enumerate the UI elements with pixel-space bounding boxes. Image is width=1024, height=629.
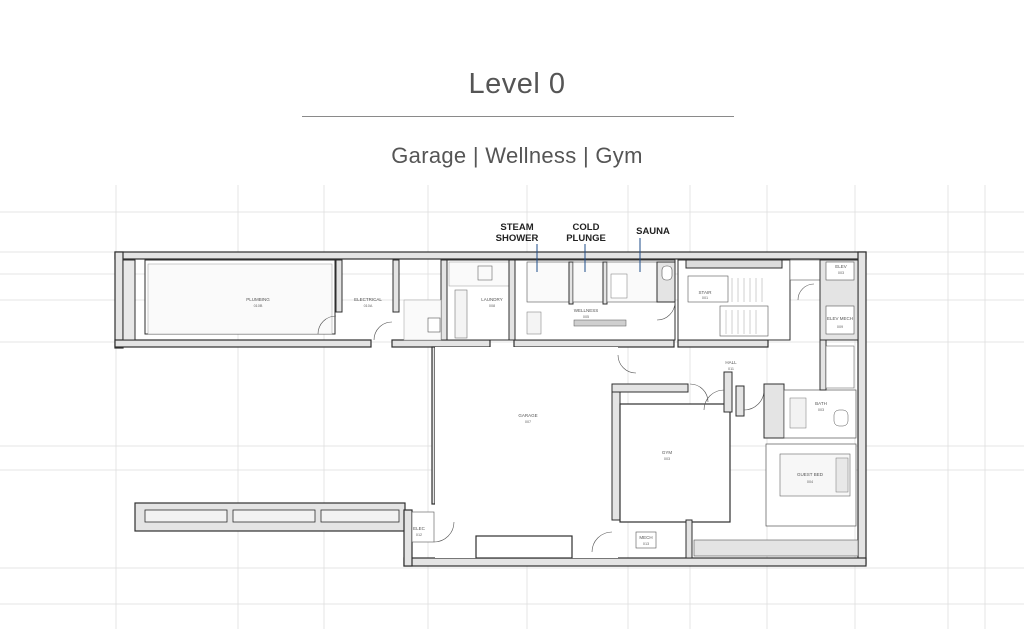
room-number-elec: 012 [416, 533, 422, 537]
steam-shower-label-line2: SHOWER [496, 233, 539, 244]
room-label-elev: ELEV [835, 264, 847, 269]
ramp-panels [144, 509, 400, 523]
garage-area [411, 347, 637, 559]
steam-shower-label-line1: STEAM [500, 222, 533, 233]
stair-core [677, 259, 859, 341]
room-number-laundry: 008 [489, 304, 495, 308]
room-number-electrical: 010A [364, 304, 373, 308]
room-label-plumbing: PLUMBING [246, 297, 270, 302]
room-label-garage: GARAGE [518, 413, 537, 418]
room-label-elev-mech: ELEV MECH [827, 316, 853, 321]
room-label-electrical: ELECTRICAL [354, 297, 382, 302]
room-number-wellness: 005 [583, 315, 589, 319]
room-label-mech: MECH [639, 535, 652, 540]
page-subtitle: Garage | Wellness | Gym [391, 143, 643, 168]
guest-suite [693, 339, 859, 557]
title-divider [302, 116, 734, 117]
room-number-gym: 003 [664, 457, 670, 461]
room-number-hall: 011 [728, 367, 734, 371]
cold-plunge-label-line1: COLD [573, 222, 600, 233]
room-label-bath: BATH [815, 401, 827, 406]
room-number-elev: 003 [838, 271, 844, 275]
room-number-guest-bed: 004 [807, 480, 813, 484]
room-tags: PLUMBING 010B ELECTRICAL 010A LAUNDRY 00… [246, 264, 853, 546]
room-label-guest-bed: GUEST BED [797, 472, 824, 477]
room-label-elec: ELEC [413, 526, 426, 531]
utility-rooms [122, 259, 448, 341]
wellness-suite [514, 259, 676, 341]
room-number-elev-mech: 009 [837, 325, 843, 329]
room-label-stair: STAIR [699, 290, 713, 295]
callout-lines [536, 238, 641, 272]
room-number-bath: 003 [818, 408, 824, 412]
sauna-label: SAUNA [636, 226, 670, 237]
room-label-hall: HALL [725, 360, 737, 365]
room-number-garage: 007 [525, 420, 531, 424]
page-title: Level 0 [468, 68, 566, 100]
room-number-stair: 001 [702, 296, 708, 300]
cold-plunge-label-line2: PLUNGE [566, 233, 606, 244]
room-label-wellness: WELLNESS [574, 308, 599, 313]
room-label-laundry: LAUNDRY [481, 297, 502, 302]
room-label-gym: GYM [662, 450, 673, 455]
room-number-mech: 013 [643, 542, 649, 546]
gym-room [611, 383, 731, 559]
floor-plan: STEAM SHOWER COLD PLUNGE SAUNA PLUMBING … [0, 185, 1024, 629]
laundry-room [446, 259, 516, 341]
room-number-plumbing: 010B [254, 304, 263, 308]
